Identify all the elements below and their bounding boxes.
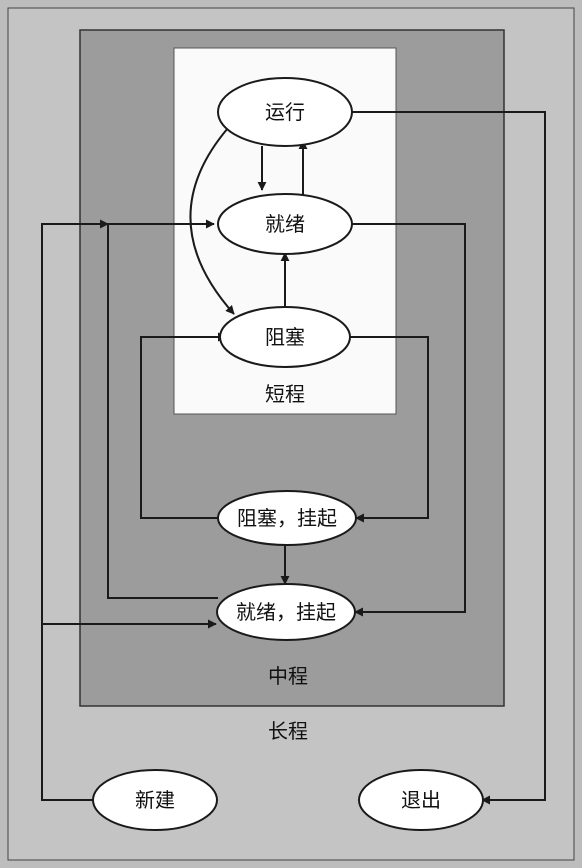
state-blocked-suspended-label: 阻塞，挂起 <box>237 506 337 530</box>
edge-ready-suspended-to-ready <box>107 219 218 599</box>
state-running-label: 运行 <box>265 100 305 124</box>
state-blocked-suspended: 阻塞，挂起 <box>217 490 357 546</box>
state-blocked-label: 阻塞 <box>265 325 305 349</box>
state-exit-label: 退出 <box>401 788 441 812</box>
edge-running-to-blocked <box>189 127 235 315</box>
state-ready: 就绪 <box>217 193 353 255</box>
edge-ready-to-ready-suspended <box>352 223 466 617</box>
edge-new-to-ready <box>41 219 109 801</box>
state-running: 运行 <box>217 77 353 147</box>
state-ready-suspended: 就绪，挂起 <box>216 583 356 641</box>
state-ready-label: 就绪 <box>265 212 305 236</box>
state-ready-suspended-label: 就绪，挂起 <box>236 600 336 624</box>
long-term-label: 长程 <box>268 719 308 743</box>
state-new: 新建 <box>92 769 218 831</box>
medium-term-label: 中程 <box>268 664 308 688</box>
edge-blocked-suspended-to-blocked <box>140 332 227 519</box>
state-blocked: 阻塞 <box>219 306 351 368</box>
edge-running-to-exit <box>352 111 546 805</box>
short-term-label: 短程 <box>265 382 305 406</box>
edge-blocked-to-blocked-suspended <box>350 336 429 523</box>
state-exit: 退出 <box>358 769 484 831</box>
state-new-label: 新建 <box>135 788 175 812</box>
